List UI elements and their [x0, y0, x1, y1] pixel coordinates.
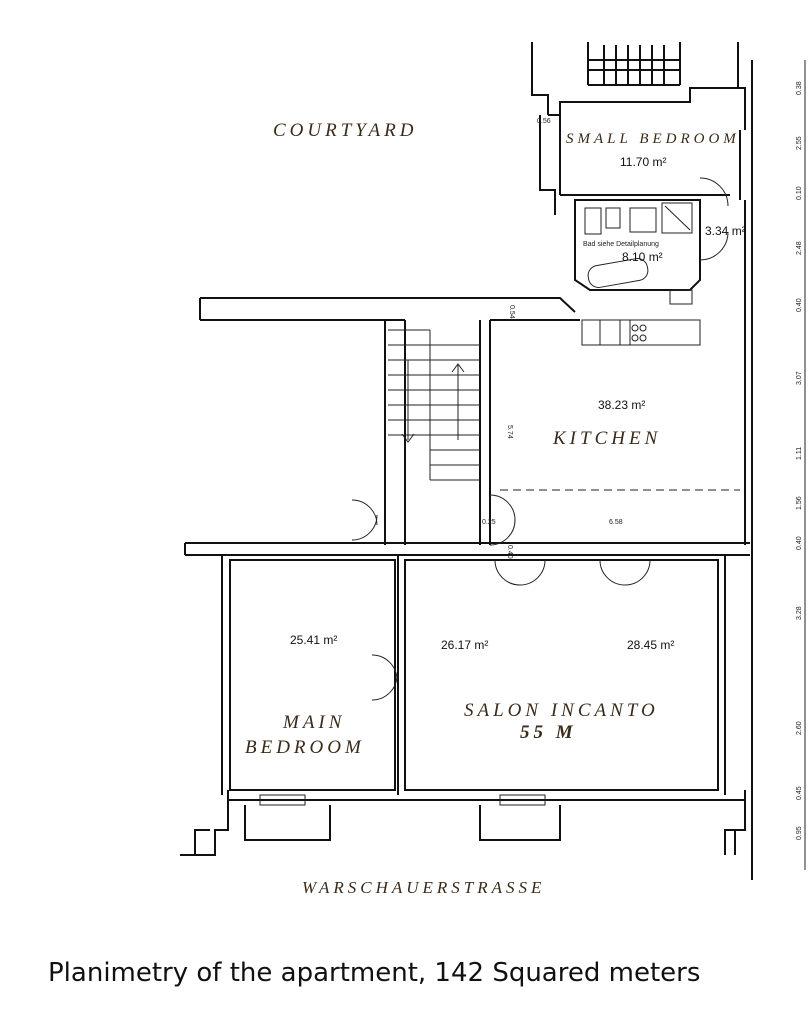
side-dimension-label: 3.28 — [796, 606, 803, 620]
label-courtyard: COURTYARD — [273, 120, 417, 141]
label-small-bedroom: SMALL BEDROOM — [566, 131, 740, 147]
side-dimension-label: 0.38 — [796, 81, 803, 95]
dim-054: 0.54 — [508, 305, 515, 319]
side-dimension-label: 1.56 — [796, 496, 803, 510]
caption: Planimetry of the apartment, 142 Squared… — [48, 958, 701, 988]
dim-574: 5.74 — [506, 425, 513, 439]
bath-note: Bad siehe Detailplanung — [583, 241, 659, 248]
side-dimension-label: 2.48 — [796, 241, 803, 255]
label-salon: SALON INCANTO — [464, 700, 659, 721]
label-kitchen: KITCHEN — [552, 428, 661, 449]
label-main-bedroom-2: BEDROOM — [245, 737, 365, 758]
label-main-bedroom-1: MAIN — [282, 712, 345, 733]
area-hall: 3.34 m² — [705, 224, 746, 238]
side-dimension-label: 1.11 — [796, 447, 803, 460]
side-dimension-label: 0.40 — [796, 298, 803, 312]
area-salon-left: 26.17 m² — [441, 638, 488, 652]
area-small-bedroom: 11.70 m² — [620, 155, 666, 169]
side-dimension-label: 0.10 — [796, 186, 803, 200]
dim-658: 6.58 — [609, 519, 623, 526]
dim-025: 0.25 — [482, 519, 496, 526]
area-main-bedroom: 25.41 m² — [290, 633, 337, 647]
walls — [180, 42, 753, 880]
dim-056: 0.56 — [537, 118, 551, 125]
side-dimension-label: 3.07 — [796, 371, 803, 385]
side-dimension-label: 0.45 — [796, 786, 803, 800]
side-dimension-label: 2.55 — [796, 136, 803, 150]
dim-040: 0.40 — [506, 545, 513, 559]
side-dimension-label: 0.40 — [796, 536, 803, 550]
side-dimension-label: 2.60 — [796, 721, 803, 735]
area-kitchen: 38.23 m² — [598, 398, 645, 412]
side-dimension-label: 0.95 — [796, 826, 803, 840]
label-salon-size: 55 M — [520, 722, 577, 743]
area-salon-right: 28.45 m² — [627, 638, 674, 652]
area-bathroom: 8.10 m² — [622, 250, 663, 264]
label-street: WARSCHAUERSTRASSE — [302, 878, 545, 897]
floor-plan: COURTYARD SMALL BEDROOM 11.70 m² 3.34 m²… — [180, 42, 806, 897]
side-dimension-labels: 0.38 2.55 0.10 2.48 0.40 3.07 1.11 1.56 0.40 3.28… — [796, 81, 803, 840]
